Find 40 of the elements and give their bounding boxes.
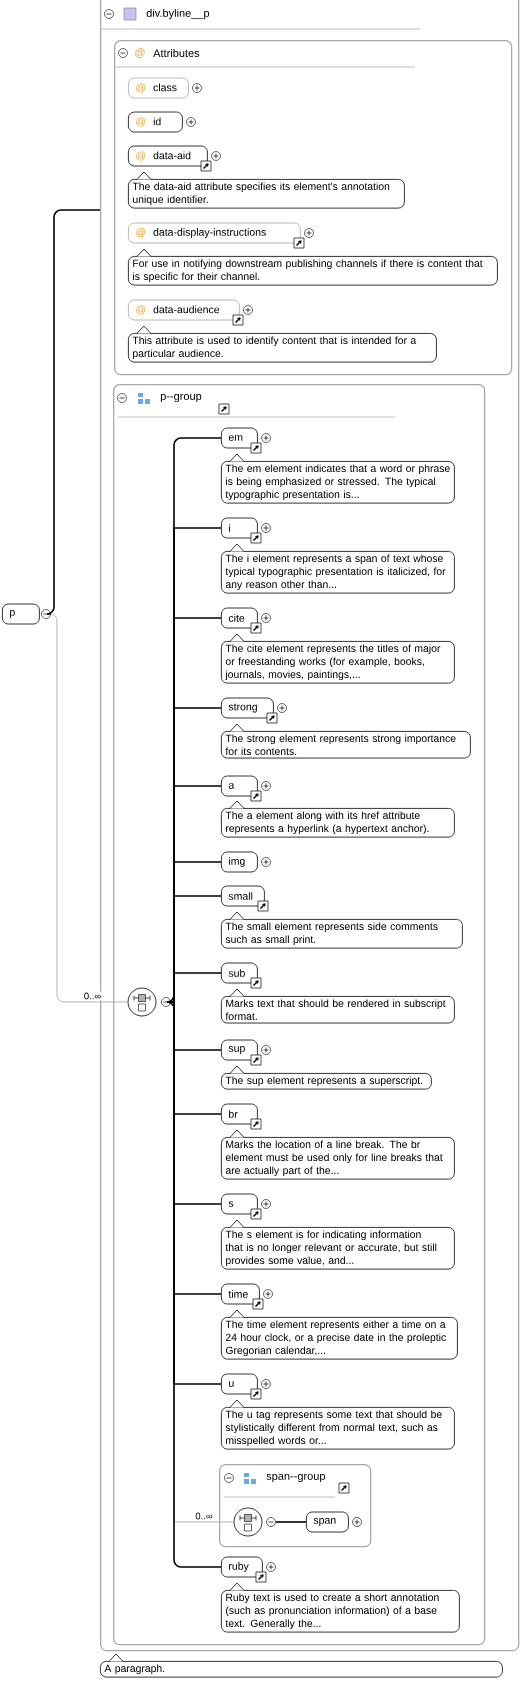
- annotation-bubble: The s element is for indicating information that is no longer relevant or accurate, but still provides some value, and...: [221, 1219, 455, 1270]
- annotation-bubble: The strong element represents strong importance for its contents.: [221, 723, 471, 759]
- attribute-box: @ data-aid: [128, 145, 208, 167]
- element-box: img: [221, 851, 258, 873]
- annotation-bubble: This attribute is used to identify content that is intended for a particular audience.: [128, 325, 437, 363]
- element-box: br: [221, 1103, 258, 1125]
- element-box: time: [221, 1283, 260, 1305]
- annotation-bubble: The small element represents side comments such as small print.: [221, 911, 463, 949]
- annotation-bubble: Ruby text is used to create a short annotation (such as pronunciation information) of a base text. Generally the...: [221, 1582, 460, 1633]
- annotation-bubble: The i element represents a span of text whose typical typographic presentation is italicized, for any reason other than...: [221, 543, 455, 594]
- annotation-bubble: The u tag represents some text that should be stylistically different from normal text, such as misspelled words or...: [221, 1399, 455, 1450]
- annotation-bubble: The cite element represents the titles of major or freestanding works (for example, books, journals, movies, paintings,...: [221, 633, 455, 684]
- element-box: sup: [221, 1039, 258, 1061]
- element-box: s: [221, 1193, 258, 1215]
- element-box: a: [221, 775, 258, 797]
- edge-label: 0..∞: [194, 1511, 214, 1521]
- element-box: em: [221, 427, 258, 449]
- element-box: ruby: [221, 1556, 263, 1578]
- edge-label: 0..∞: [82, 991, 103, 1001]
- attribute-box: @ data-display-instructions: [128, 222, 301, 244]
- annotation-bubble: The time element represents either a time on a 24 hour clock, or a precise date in the proleptic Gregorian calendar,...: [221, 1309, 458, 1360]
- annotation-bubble: For use in notifying downstream publishing channels if there is content that is specific for their channel.: [128, 248, 498, 286]
- element-box: strong: [221, 697, 274, 719]
- element-box: u: [221, 1373, 258, 1395]
- annotation-bubble: The em element indicates that a word or phrase is being emphasized or stressed. The typical typographic presentation is...: [221, 453, 455, 504]
- element-box: p: [2, 603, 40, 625]
- attribute-box: @ class: [128, 77, 189, 99]
- annotation-bubble: The a element along with its href attribute represents a hyperlink (a hypertext anchor).: [221, 800, 455, 838]
- element-box: sub: [221, 962, 258, 984]
- attribute-box: @ id: [128, 111, 183, 133]
- annotation-bubble: A paragraph.: [100, 1653, 503, 1678]
- element-box: span: [306, 1511, 349, 1533]
- element-box: cite: [221, 607, 258, 629]
- element-box: small: [221, 885, 265, 907]
- annotation-bubble: The data-aid attribute specifies its element's annotation unique identifier.: [128, 171, 405, 209]
- annotation-bubble: The sup element represents a superscript.: [221, 1065, 432, 1090]
- attribute-box: @ data-audience: [128, 299, 240, 321]
- element-box: i: [221, 517, 258, 539]
- annotation-bubble: Marks the location of a line break. The br element must be used only for line breaks that are actually part of the...: [221, 1129, 455, 1180]
- annotation-bubble: Marks text that should be rendered in subscript format.: [221, 988, 455, 1024]
